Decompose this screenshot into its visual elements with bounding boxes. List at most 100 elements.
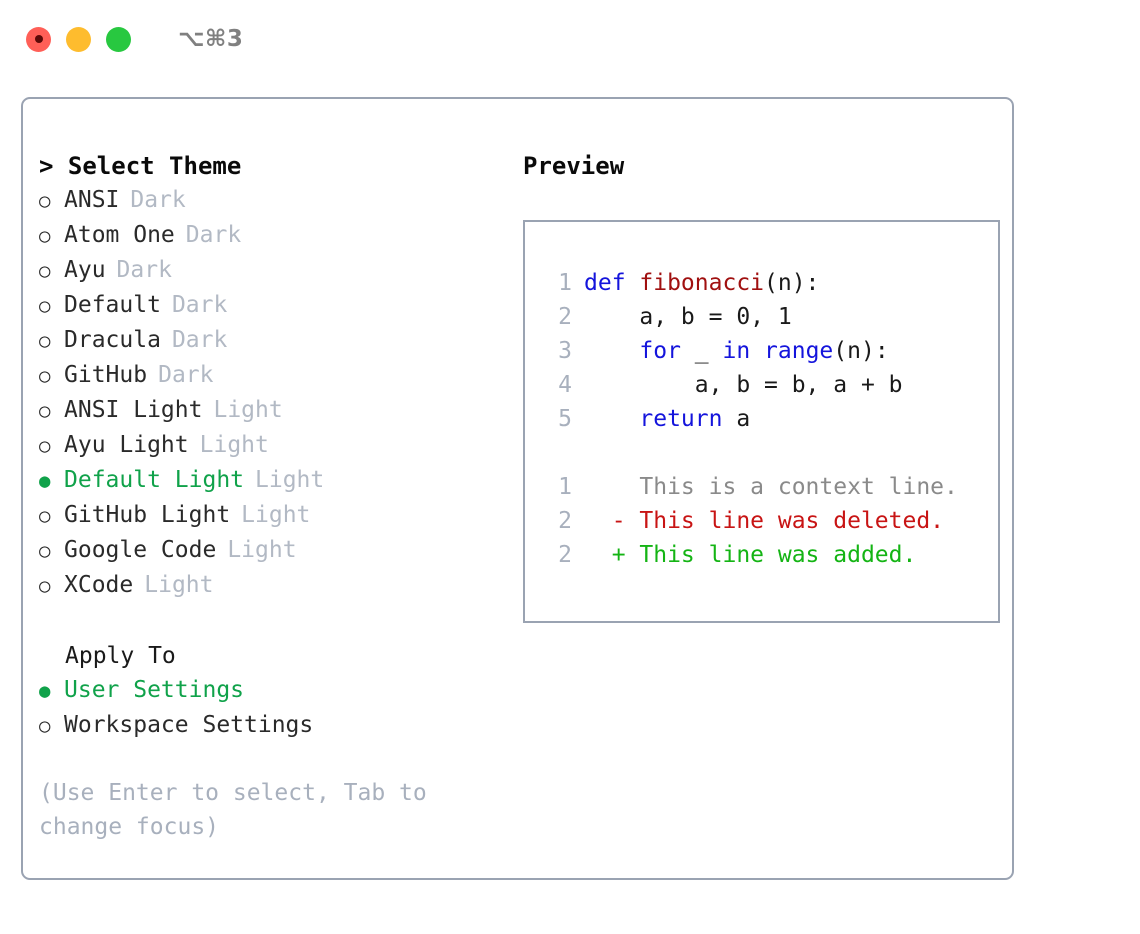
code-token: _	[680, 338, 723, 364]
apply-to-option-list[interactable]: ●User Settings○Workspace Settings	[39, 673, 501, 743]
minimize-button[interactable]	[66, 26, 91, 52]
zoom-button[interactable]	[106, 26, 131, 52]
apply-to-option-workspace-settings[interactable]: ○Workspace Settings	[39, 708, 501, 743]
code-text: a, b = b, a + b	[572, 368, 903, 402]
line-number: 4	[558, 372, 572, 398]
theme-variant-badge: Light	[199, 432, 269, 458]
theme-option-dracula[interactable]: ○ Dracula Dark	[39, 323, 501, 358]
theme-variant-badge: Light	[241, 502, 311, 528]
line-number: 2	[558, 542, 572, 568]
code-line: 3 for _ in range(n):	[542, 334, 998, 368]
code-text: return a	[572, 402, 750, 436]
theme-option-label: ANSI	[64, 187, 120, 213]
titlebar: ⌥⌘3	[0, 0, 1140, 78]
radio-selected-icon: ●	[39, 680, 51, 702]
theme-option-github[interactable]: ○ GitHub Dark	[39, 358, 501, 393]
radio-unselected-icon: ○	[39, 400, 51, 422]
apply-to-header: Apply To	[65, 643, 176, 669]
code-token: a, b = b, a + b	[584, 372, 903, 398]
code-token	[584, 338, 639, 364]
select-theme-header: > Select Theme	[39, 152, 242, 180]
theme-option-ayu-light[interactable]: ○ Ayu Light Light	[39, 428, 501, 463]
theme-variant-badge: Light	[255, 467, 325, 493]
radio-unselected-icon: ○	[39, 365, 51, 387]
radio-selected-icon: ●	[39, 470, 51, 492]
diff-text: - This line was deleted.	[584, 508, 945, 534]
diff-line: 2 - This line was deleted.	[542, 504, 998, 538]
code-token: def	[584, 270, 640, 296]
radio-unselected-icon: ○	[39, 225, 51, 247]
theme-variant-badge: Dark	[171, 327, 228, 353]
window-controls	[26, 26, 131, 52]
code-token: for	[639, 338, 681, 364]
radio-unselected-icon: ○	[39, 575, 51, 597]
diff-line: 2 + This line was added.	[542, 538, 998, 572]
radio-unselected-icon: ○	[39, 260, 51, 282]
theme-option-ayu[interactable]: ○ Ayu Dark	[39, 253, 501, 288]
code-text: a, b = 0, 1	[572, 300, 792, 334]
code-token: a	[722, 406, 751, 432]
diff-line: 1 This is a context line.	[542, 470, 998, 504]
apply-to-section: Apply To ●User Settings○Workspace Settin…	[39, 639, 501, 743]
theme-option-label: GitHub	[64, 362, 148, 388]
theme-option-label: ANSI Light	[64, 397, 203, 423]
code-token: (n):	[833, 338, 889, 364]
theme-option-default[interactable]: ○ Default Dark	[39, 288, 501, 323]
radio-unselected-icon: ○	[39, 505, 51, 527]
code-token: range	[764, 338, 834, 364]
radio-unselected-icon: ○	[39, 540, 51, 562]
diff-sample: 1 This is a context line.2 - This line w…	[542, 470, 998, 572]
line-number: 3	[558, 338, 572, 364]
code-token: fibonacci	[639, 270, 765, 296]
theme-variant-badge: Dark	[116, 257, 172, 283]
code-token: (n):	[764, 270, 820, 296]
theme-variant-badge: Light	[144, 572, 214, 598]
code-token: return	[639, 406, 723, 432]
theme-variant-badge: Dark	[130, 187, 186, 213]
theme-variant-badge: Dark	[171, 292, 228, 318]
code-token: a, b = 0, 1	[584, 304, 792, 330]
theme-variant-badge: Light	[227, 537, 297, 563]
theme-option-label: Default Light	[64, 467, 245, 493]
radio-unselected-icon: ○	[39, 330, 51, 352]
code-text: for _ in range(n):	[572, 334, 889, 368]
preview-header: Preview	[523, 152, 625, 180]
code-line: 4 a, b = b, a + b	[542, 368, 998, 402]
theme-option-label: Ayu Light	[64, 432, 189, 458]
code-line: 2 a, b = 0, 1	[542, 300, 998, 334]
close-button[interactable]	[26, 26, 51, 52]
theme-option-ansi[interactable]: ○ ANSI Dark	[39, 183, 501, 218]
line-number: 1	[558, 474, 572, 500]
theme-option-label: Ayu	[64, 257, 106, 283]
line-number: 5	[558, 406, 572, 432]
radio-unselected-icon: ○	[39, 435, 51, 457]
radio-unselected-icon: ○	[39, 190, 51, 212]
theme-option-label: Dracula	[64, 327, 161, 353]
code-token	[584, 406, 639, 432]
theme-option-label: Atom One	[64, 222, 175, 248]
apply-to-option-user-settings[interactable]: ●User Settings	[39, 673, 501, 708]
code-token	[750, 338, 764, 364]
theme-option-default-light[interactable]: ● Default Light Light	[39, 463, 501, 498]
keyboard-shortcut-label: ⌥⌘3	[178, 26, 244, 52]
theme-variant-badge: Dark	[158, 362, 214, 388]
diff-text: This is a context line.	[584, 474, 958, 500]
radio-unselected-icon: ○	[39, 295, 51, 317]
code-token: in	[722, 338, 751, 364]
code-line: 5 return a	[542, 402, 998, 436]
radio-unselected-icon: ○	[39, 715, 51, 737]
theme-option-label: Default	[64, 292, 161, 318]
